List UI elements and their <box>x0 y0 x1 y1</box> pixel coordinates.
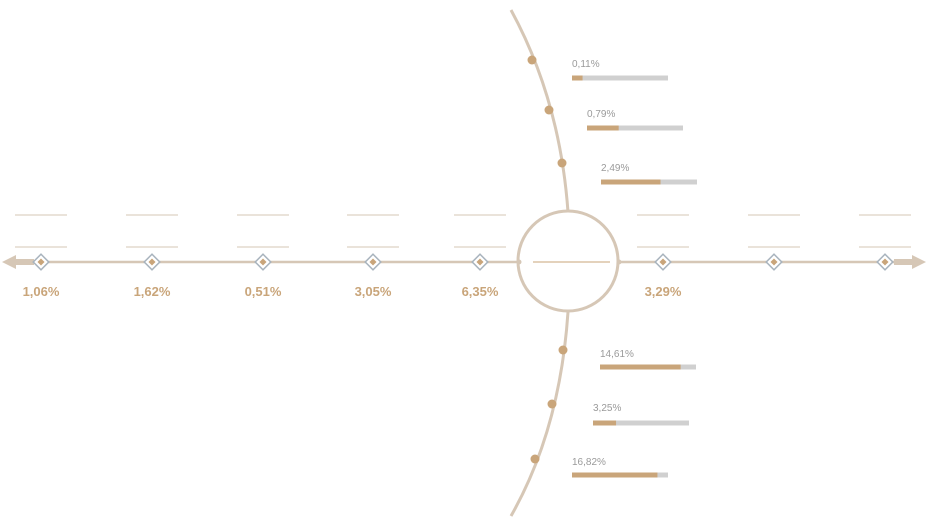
branch-dot <box>547 399 557 409</box>
branch-dot <box>527 55 537 65</box>
branch-dot <box>558 345 568 355</box>
progress-fill <box>572 75 583 81</box>
branch-item: 3,25% <box>547 399 689 426</box>
circle-connector-right <box>616 259 622 265</box>
progress-fill <box>593 420 617 426</box>
timeline-nodes: 1,06% 1,62% 0,51% 3,05% 6,35% 3,29% <box>15 214 911 299</box>
progress-fill <box>572 472 658 478</box>
branch-value: 14,61% <box>600 349 634 360</box>
branch-item: 2,49% <box>557 158 697 185</box>
circle-connector-left <box>516 259 522 265</box>
diamond-center <box>476 258 484 266</box>
node-value: 1,06% <box>23 284 60 299</box>
spine-curve-bottom <box>509 311 570 517</box>
progress-fill <box>600 364 681 370</box>
timeline-node: 1,06% <box>15 214 67 299</box>
branch-dot <box>544 105 554 115</box>
timeline-node: 3,29% <box>637 214 689 299</box>
diamond-center <box>369 258 377 266</box>
branch-item: 0,11% <box>527 55 668 81</box>
progress-track <box>593 420 689 426</box>
timeline-node <box>859 214 911 271</box>
progress-fill <box>587 125 619 131</box>
branch-value: 2,49% <box>601 163 629 174</box>
spine-curve-top <box>509 9 570 213</box>
diamond-center <box>881 258 889 266</box>
arrow-right-icon <box>894 255 926 269</box>
arrow-left-icon <box>2 255 34 269</box>
timeline-node: 1,62% <box>126 214 178 299</box>
diamond-center <box>659 258 667 266</box>
diamond-center <box>148 258 156 266</box>
branch-value: 3,25% <box>593 403 621 414</box>
node-value: 6,35% <box>462 284 499 299</box>
node-value: 1,62% <box>134 284 171 299</box>
node-value: 3,05% <box>355 284 392 299</box>
branch-value: 0,11% <box>572 59 600 70</box>
branch-value: 0,79% <box>587 109 615 120</box>
timeline-node <box>748 214 800 271</box>
branch-dot <box>557 158 567 168</box>
node-value: 3,29% <box>645 284 682 299</box>
node-value: 0,51% <box>245 284 282 299</box>
timeline-node: 0,51% <box>237 214 289 299</box>
diamond-center <box>770 258 778 266</box>
center-circle <box>516 209 620 313</box>
diamond-center <box>259 258 267 266</box>
timeline-node: 3,05% <box>347 214 399 299</box>
branch-dot <box>530 454 540 464</box>
branch-item: 14,61% <box>558 345 696 370</box>
timeline-node: 6,35% <box>454 214 506 299</box>
branch-bars: 0,11% 0,79% 2,49% 14,61% 3,25% 16,82% <box>527 55 697 478</box>
progress-track <box>572 75 668 81</box>
progress-track <box>587 125 683 131</box>
branch-item: 16,82% <box>530 454 668 478</box>
diamond-center <box>37 258 45 266</box>
branch-value: 16,82% <box>572 457 606 468</box>
branch-item: 0,79% <box>544 105 683 131</box>
progress-fill <box>601 179 661 185</box>
